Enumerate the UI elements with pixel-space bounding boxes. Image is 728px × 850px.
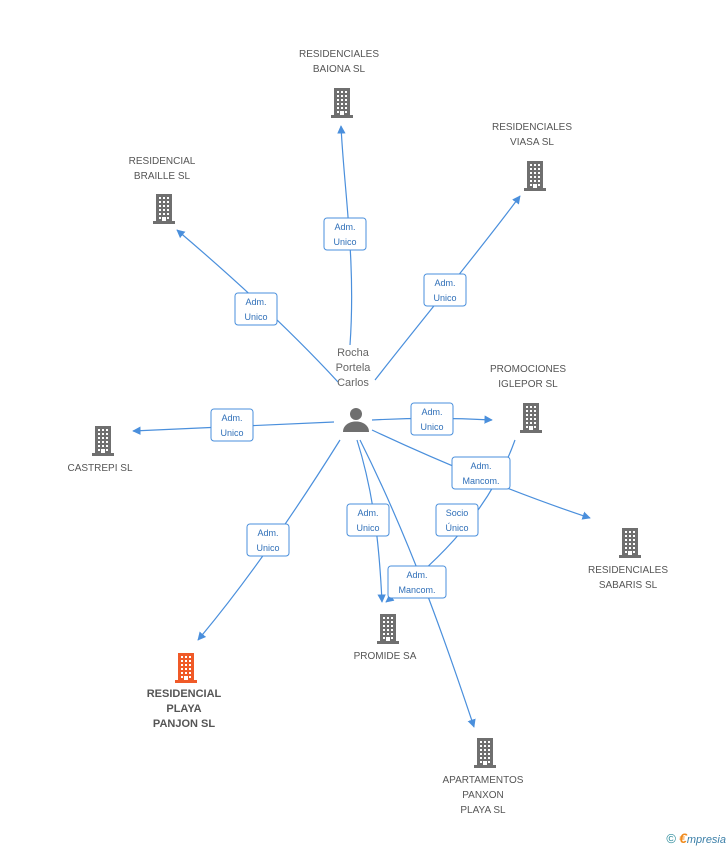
role-badge-person-panxon[interactable]: Adm. Mancom. [387,565,447,599]
building-icon-sabaris[interactable] [619,528,641,558]
company-label-baiona-line: RESIDENCIALES [299,49,379,60]
building-icon-panjon[interactable] [175,653,197,683]
company-label-iglepor-line: PROMOCIONES [490,364,566,375]
role-badge-person-panjon[interactable]: Adm. Unico [246,523,290,557]
role-text: Unico [333,237,356,247]
building-icon-braille[interactable] [153,194,175,224]
company-label-braille-line: BRAILLE SL [134,171,191,182]
company-label-sabaris-line: SABARIS SL [599,580,658,591]
company-label-panjon-line: PLAYA [166,703,201,715]
company-label-iglepor: PROMOCIONES IGLEPOR SL [490,364,566,390]
role-badge-person-sabaris[interactable]: Adm. Mancom. [451,456,511,490]
role-text: Adm. [257,528,278,538]
role-text: Unico [256,543,279,553]
role-badge-person-promide[interactable]: Adm. Unico [346,503,390,537]
roles-layer: Adm.UnicoAdm.UnicoAdm.UnicoAdm.UnicoAdm.… [210,217,511,599]
person-name-label-line: Carlos [337,377,369,389]
company-label-viasa-line: RESIDENCIALES [492,122,572,133]
role-text: Socio [446,508,469,518]
building-icon-baiona[interactable] [331,88,353,118]
person-name-label-line: Portela [336,362,372,374]
company-label-viasa-line: VIASA SL [510,137,554,148]
company-label-viasa: RESIDENCIALES VIASA SL [492,122,572,148]
role-badge-person-braille[interactable]: Adm. Unico [234,292,278,326]
company-label-panjon: RESIDENCIAL PLAYA PANJON SL [147,688,222,730]
company-label-panxon-line: PANXON [462,790,504,801]
role-text: Unico [244,312,267,322]
role-text: Único [445,523,468,533]
company-label-panjon-line: PANJON SL [153,718,215,730]
brand-logo-letter: € [679,830,687,846]
company-label-promide: PROMIDE SA [354,651,417,662]
role-text: Mancom. [398,585,435,595]
role-text: Adm. [421,407,442,417]
role-text: Unico [420,422,443,432]
footer-brand: © €mpresia [666,830,726,846]
company-label-sabaris: RESIDENCIALES SABARIS SL [588,565,668,591]
building-icon-viasa[interactable] [524,161,546,191]
company-label-promide-line: PROMIDE SA [354,651,417,662]
role-badge-person-castrepi[interactable]: Adm. Unico [210,408,254,442]
company-label-baiona-line: BAIONA SL [313,64,366,75]
role-text: Adm. [221,413,242,423]
role-text: Mancom. [462,476,499,486]
company-label-panxon: APARTAMENTOS PANXON PLAYA SL [443,775,524,816]
role-text: Adm. [334,222,355,232]
nodes-layer: RESIDENCIALES BAIONA SL RESIDENCIALES VIASA… [67,49,668,816]
company-label-panxon-line: PLAYA SL [460,805,506,816]
company-label-sabaris-line: RESIDENCIALES [588,565,668,576]
building-icon-castrepi[interactable] [92,426,114,456]
role-badge-person-viasa[interactable]: Adm. Unico [423,273,467,307]
company-label-castrepi-line: CASTREPI SL [67,463,132,474]
role-text: Unico [220,428,243,438]
person-icon[interactable] [343,408,369,432]
role-text: Unico [433,293,456,303]
company-label-panjon-line: RESIDENCIAL [147,688,222,700]
building-icon-promide[interactable] [377,614,399,644]
role-text: Adm. [434,278,455,288]
role-text: Adm. [470,461,491,471]
role-text: Adm. [357,508,378,518]
copyright-symbol: © [666,831,677,846]
brand-logo-text: mpresia [686,834,726,846]
company-label-braille: RESIDENCIAL BRAILLE SL [129,156,196,182]
company-label-castrepi: CASTREPI SL [67,463,132,474]
person-name-label-line: Rocha [337,347,370,359]
role-badge-person-iglepor[interactable]: Adm. Unico [410,402,454,436]
company-label-baiona: RESIDENCIALES BAIONA SL [299,49,379,75]
company-label-panxon-line: APARTAMENTOS [443,775,524,786]
building-icon-iglepor[interactable] [520,403,542,433]
role-text: Unico [356,523,379,533]
role-text: Adm. [406,570,427,580]
role-badge-person-baiona[interactable]: Adm. Unico [323,217,367,251]
company-label-iglepor-line: IGLEPOR SL [498,379,558,390]
building-icon-panxon[interactable] [474,738,496,768]
role-text: Adm. [245,297,266,307]
company-label-braille-line: RESIDENCIAL [129,156,196,167]
